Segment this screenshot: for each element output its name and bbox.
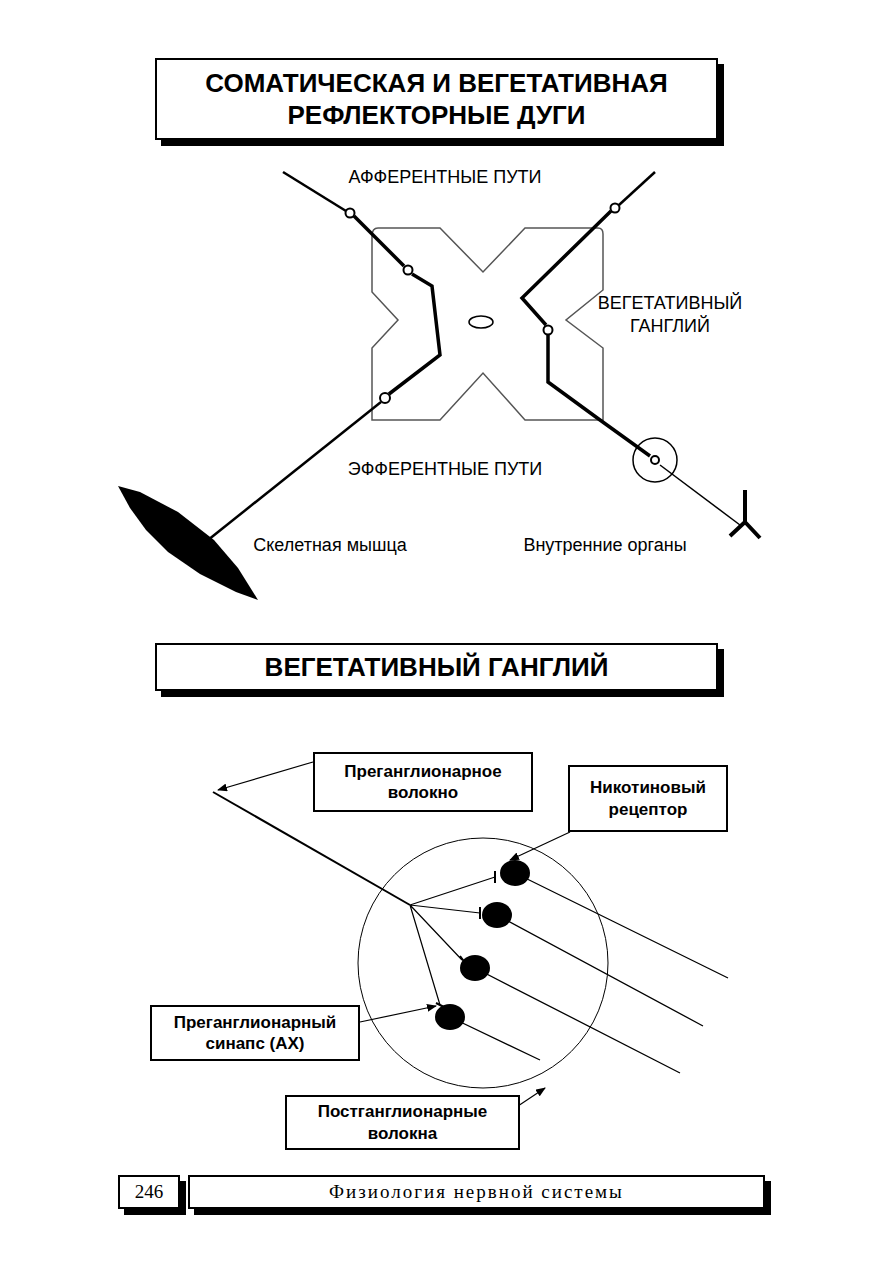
page-number: 246: [118, 1175, 180, 1209]
pathway-label: АФФЕРЕНТНЫЕ ПУТИ: [330, 166, 560, 189]
vegetative-arc: [522, 172, 740, 525]
organ-label: Внутренние органы: [505, 534, 705, 557]
title-box: СОМАТИЧЕСКАЯ И ВЕГЕТАТИВНАЯ РЕФЛЕКТОРНЫЕ…: [155, 58, 718, 140]
box-text: Преганглионарное волокно: [323, 761, 523, 804]
central-canal: [469, 316, 493, 328]
organ-label: Скелетная мышца: [240, 534, 420, 557]
ganglion-outline: [358, 838, 608, 1088]
box-text: ВЕГЕТАТИВНЫЙ ГАНГЛИЙ: [265, 651, 609, 684]
callout-box: Никотиновый рецептор: [568, 765, 728, 832]
somatic-arc: [200, 172, 440, 546]
title-box: ВЕГЕТАТИВНЫЙ ГАНГЛИЙ: [155, 643, 718, 691]
box-text: 246: [135, 1180, 164, 1204]
ganglion-neurons: [435, 860, 530, 1030]
box-text: Никотиновый рецептор: [578, 777, 718, 820]
pathway-label: ЭФФЕРЕНТНЫЕ ПУТИ: [330, 458, 560, 481]
internal-organ: [730, 490, 760, 538]
box-text: Преганглионарный синапс (АХ): [160, 1012, 350, 1055]
box-text: СОМАТИЧЕСКАЯ И ВЕГЕТАТИВНАЯ РЕФЛЕКТОРНЫЕ…: [165, 67, 708, 132]
box-text: Постганглионарные волокна: [295, 1101, 510, 1144]
spinal-cord: [372, 228, 603, 420]
ganglion-label: ВЕГЕТАТИВНЫЙ ГАНГЛИЙ: [575, 292, 765, 339]
callout-box: Преганглионарный синапс (АХ): [150, 1005, 360, 1061]
box-text: Физиология нервной системы: [329, 1180, 624, 1204]
callout-box: Постганглионарные волокна: [285, 1095, 520, 1150]
callout-box: Преганглионарное волокно: [313, 752, 533, 812]
skeletal-muscle: [118, 486, 258, 600]
footer-box: Физиология нервной системы: [188, 1175, 765, 1209]
